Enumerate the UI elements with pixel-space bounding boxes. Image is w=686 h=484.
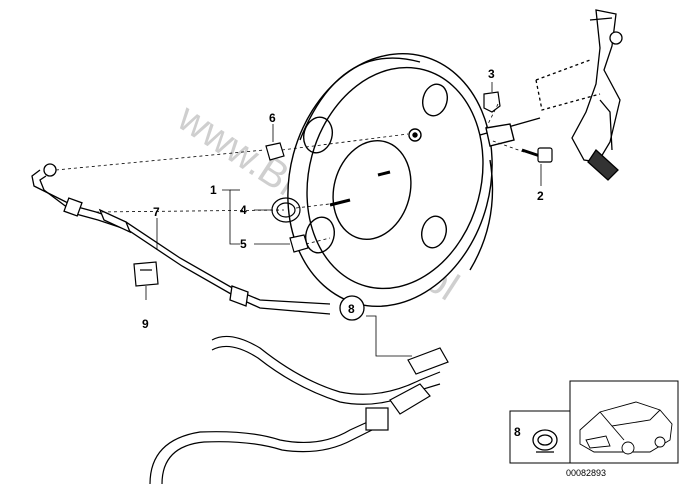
callout-4: 4 bbox=[240, 203, 247, 217]
nut-part-6 bbox=[265, 142, 285, 161]
nut-part-5 bbox=[289, 234, 309, 253]
hose-clamp-icon bbox=[532, 429, 558, 453]
hose-assembly-part-8 bbox=[149, 335, 449, 484]
brake-pedal bbox=[535, 9, 623, 181]
callout-7: 7 bbox=[153, 205, 160, 219]
callout-5: 5 bbox=[240, 237, 247, 251]
doc-number: 00082893 bbox=[566, 468, 606, 478]
inset-box: 8 00082893 bbox=[509, 380, 679, 478]
grommet-part-9 bbox=[133, 261, 159, 287]
callout-3: 3 bbox=[488, 67, 495, 81]
clip-part-3 bbox=[483, 91, 501, 113]
brake-booster bbox=[287, 52, 541, 308]
callout-2: 2 bbox=[537, 189, 544, 203]
inset-callout-8: 8 bbox=[514, 425, 521, 439]
callout-9: 9 bbox=[142, 317, 149, 331]
callout-6: 6 bbox=[269, 111, 276, 125]
callout-8-circle: 8 bbox=[339, 295, 365, 321]
car-silhouette-icon bbox=[579, 401, 673, 455]
callout-8: 8 bbox=[348, 302, 355, 316]
dashed-leader-lines bbox=[55, 103, 525, 245]
leader-lines bbox=[145, 82, 542, 357]
pin-part-2 bbox=[521, 147, 553, 163]
vacuum-hose-part-7 bbox=[31, 163, 331, 315]
callout-1: 1 bbox=[210, 183, 217, 197]
